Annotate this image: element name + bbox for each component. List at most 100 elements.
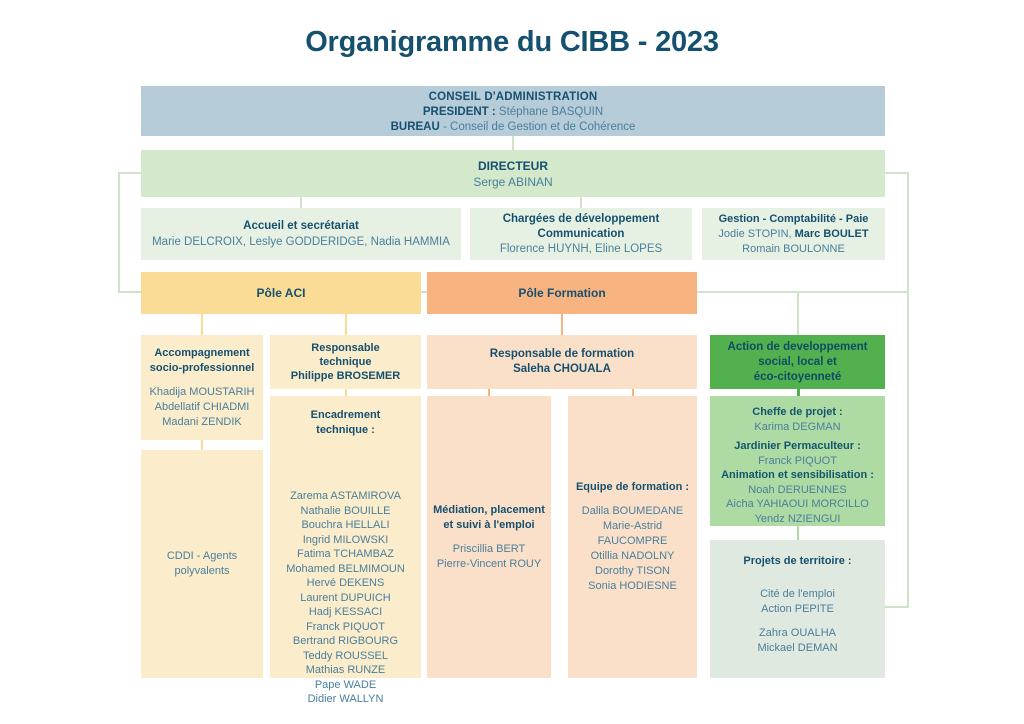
- acc-soc-title-line1: Accompagnement: [154, 347, 250, 359]
- accueil-secretariat-box: Accueil et secrétariat Marie DELCROIX, L…: [141, 208, 461, 260]
- director-name: Serge ABINAN: [473, 174, 553, 189]
- equipe-name: Dorothy TISON: [595, 565, 670, 577]
- encadrement-name: Didier WALLYN: [307, 693, 384, 705]
- encadrement-name: Hervé DEKENS: [306, 577, 385, 589]
- projets-territoire-box: Projets de territoire : Cité de l'emploi…: [710, 540, 885, 678]
- dev-names: Florence HUYNH, Eline LOPES: [499, 242, 663, 255]
- responsable-formation-box: Responsable de formation Saleha CHOUALA: [427, 335, 697, 389]
- mediation-title-line1: Médiation, placement: [433, 503, 545, 516]
- equipe-name: Sonia HODIESNE: [588, 580, 677, 592]
- mediation-name: Pierre-Vincent ROUY: [436, 557, 542, 570]
- pole-formation-label: Pôle Formation: [518, 286, 606, 300]
- gestion-comptabilite-paie-box: Gestion - Comptabilité - Paie Jodie STOP…: [702, 208, 885, 260]
- encadrement-name: Mathias RUNZE: [305, 664, 386, 676]
- connector-team-projets: [797, 526, 799, 540]
- animation-label: Animation et sensibilisation :: [721, 469, 874, 481]
- board-title: CONSEIL D'ADMINISTRATION: [428, 91, 598, 103]
- mediation-placement-box: Médiation, placement et suivi à l'emploi…: [427, 396, 551, 678]
- mediation-name: Priscillia BERT: [452, 542, 526, 555]
- connector-action-team: [797, 389, 800, 396]
- equipe-name: Otillia NADOLNY: [590, 550, 675, 562]
- board-president: PRESIDENT : Stéphane BASQUIN: [422, 106, 604, 118]
- encadrement-name: Teddy ROUSSEL: [303, 649, 388, 662]
- equipe-name: Marie-Astrid: [602, 520, 663, 532]
- jardinier-name: Franck PIQUOT: [758, 454, 837, 467]
- action-team-box: Cheffe de projet : Karima DEGMAN Jardini…: [710, 396, 885, 526]
- connector-aci-formation-spine: [421, 291, 427, 293]
- encadrement-name: Franck PIQUOT: [306, 620, 385, 633]
- connector-accompagnement-cddi: [201, 440, 203, 450]
- responsable-technique-box: Responsable technique Philippe BROSEMER: [270, 335, 421, 389]
- encadrement-name: Mohamed BELMIMOUN: [286, 562, 405, 575]
- connector-director-left-out: [118, 172, 141, 174]
- resp-form-name: Saleha CHOUALA: [513, 363, 611, 375]
- projets-name: Zahra OUALHA: [758, 627, 837, 639]
- pole-aci-label: Pôle ACI: [256, 286, 306, 300]
- animation-name: Yendz NZIENGUI: [754, 512, 841, 525]
- charges-developpement-box: Chargées de développement Communication …: [470, 208, 692, 260]
- encadrement-name: Fatima TCHAMBAZ: [297, 548, 394, 560]
- acc-soc-name: Khadija MOUSTARIH: [149, 386, 255, 398]
- resp-tech-name: Philippe BROSEMER: [290, 370, 401, 382]
- acc-soc-title-line2: socio-professionnel: [149, 362, 255, 374]
- cheffe-projet-label: Cheffe de projet :: [752, 406, 843, 418]
- pole-aci-header: Pôle ACI: [141, 272, 421, 314]
- connector-director-dev: [580, 197, 582, 208]
- projets-item: Action PEPITE: [761, 603, 834, 615]
- connector-formation-responsable: [561, 314, 563, 335]
- acc-soc-name: Madani ZENDIK: [162, 416, 242, 428]
- animation-name: Aicha YAHIAOUI MORCILLO: [726, 498, 869, 510]
- encadrement-name: Pape WADE: [314, 678, 377, 691]
- cddi-label-line1: CDDI - Agents: [166, 550, 238, 562]
- encadrement-name: Nathalie BOUILLE: [300, 504, 391, 517]
- equipe-formation-box: Equipe de formation : Dalila BOUMEDANE M…: [568, 396, 697, 678]
- action-title-line1: Action de developpement: [727, 340, 868, 353]
- animation-name: Noah DERUENNES: [748, 483, 847, 496]
- projets-item: Cité de l'emploi: [760, 588, 835, 600]
- accueil-title: Accueil et secrétariat: [243, 220, 359, 232]
- gestion-title: Gestion - Comptabilité - Paie: [718, 212, 869, 225]
- action-developpement-header: Action de developpement social, local et…: [710, 335, 885, 389]
- encadrement-title-line1: Encadrement: [310, 409, 381, 421]
- connector-resptech-encadrement: [345, 389, 347, 396]
- accompagnement-socio-professionnel-box: Accompagnement socio-professionnel Khadi…: [141, 335, 263, 440]
- accueil-names: Marie DELCROIX, Leslye GODDERIDGE, Nadia…: [152, 236, 450, 248]
- encadrement-name: Bouchra HELLALI: [301, 519, 390, 531]
- director-title: DIRECTEUR: [477, 158, 548, 173]
- cddi-label-line2: polyvalents: [174, 565, 230, 577]
- connector-board-director: [512, 136, 514, 150]
- page-title: Organigramme du CIBB - 2023: [305, 26, 719, 58]
- connector-responsable-equipe: [632, 389, 634, 396]
- director-box: DIRECTEUR Serge ABINAN: [141, 150, 885, 197]
- action-title-line3: éco-citoyenneté: [753, 370, 842, 383]
- action-title-line2: social, local et: [758, 355, 837, 368]
- encadrement-technique-box: Encadrement technique : Zarema ASTAMIROV…: [270, 396, 421, 705]
- connector-aci-resptech: [345, 314, 347, 335]
- encadrement-names-list: Zarema ASTAMIROVA Nathalie BOUILLE Bouch…: [286, 489, 405, 707]
- projets-title: Projets de territoire :: [743, 555, 852, 567]
- dev-title-line2: Communication: [537, 227, 625, 240]
- encadrement-name: Bertrand RIGBOURG: [292, 635, 399, 647]
- equipe-name: Dalila BOUMEDANE: [581, 505, 684, 517]
- connector-left-vertical: [118, 172, 120, 293]
- resp-form-title: Responsable de formation: [489, 348, 635, 360]
- connector-right-into-projets: [885, 606, 909, 608]
- connector-director-right-out: [885, 172, 909, 174]
- encadrement-name: Ingrid MILOWSKI: [302, 533, 389, 546]
- connector-formation-to-right: [697, 291, 907, 293]
- board-bureau: BUREAU - Conseil de Gestion et de Cohére…: [390, 121, 636, 133]
- projets-name: Mickael DEMAN: [757, 642, 838, 654]
- connector-director-accueil: [300, 197, 302, 208]
- board-of-directors-box: CONSEIL D'ADMINISTRATION PRESIDENT : Sté…: [141, 86, 885, 136]
- connector-responsable-mediation: [488, 389, 490, 396]
- encadrement-name: Laurent DUPUICH: [300, 591, 391, 604]
- acc-soc-name: Abdellatif CHIADMI: [154, 401, 250, 413]
- gestion-names-line2: Romain BOULONNE: [742, 242, 845, 255]
- connector-right-vertical: [907, 172, 909, 608]
- equipe-title: Equipe de formation :: [575, 481, 690, 493]
- gestion-names-line1: Jodie STOPIN, Marc BOULET: [718, 227, 869, 240]
- connector-down-to-action: [797, 291, 799, 335]
- mediation-title-line2: et suivi à l'emploi: [443, 518, 535, 531]
- resp-tech-title-line1: Responsable: [311, 342, 380, 354]
